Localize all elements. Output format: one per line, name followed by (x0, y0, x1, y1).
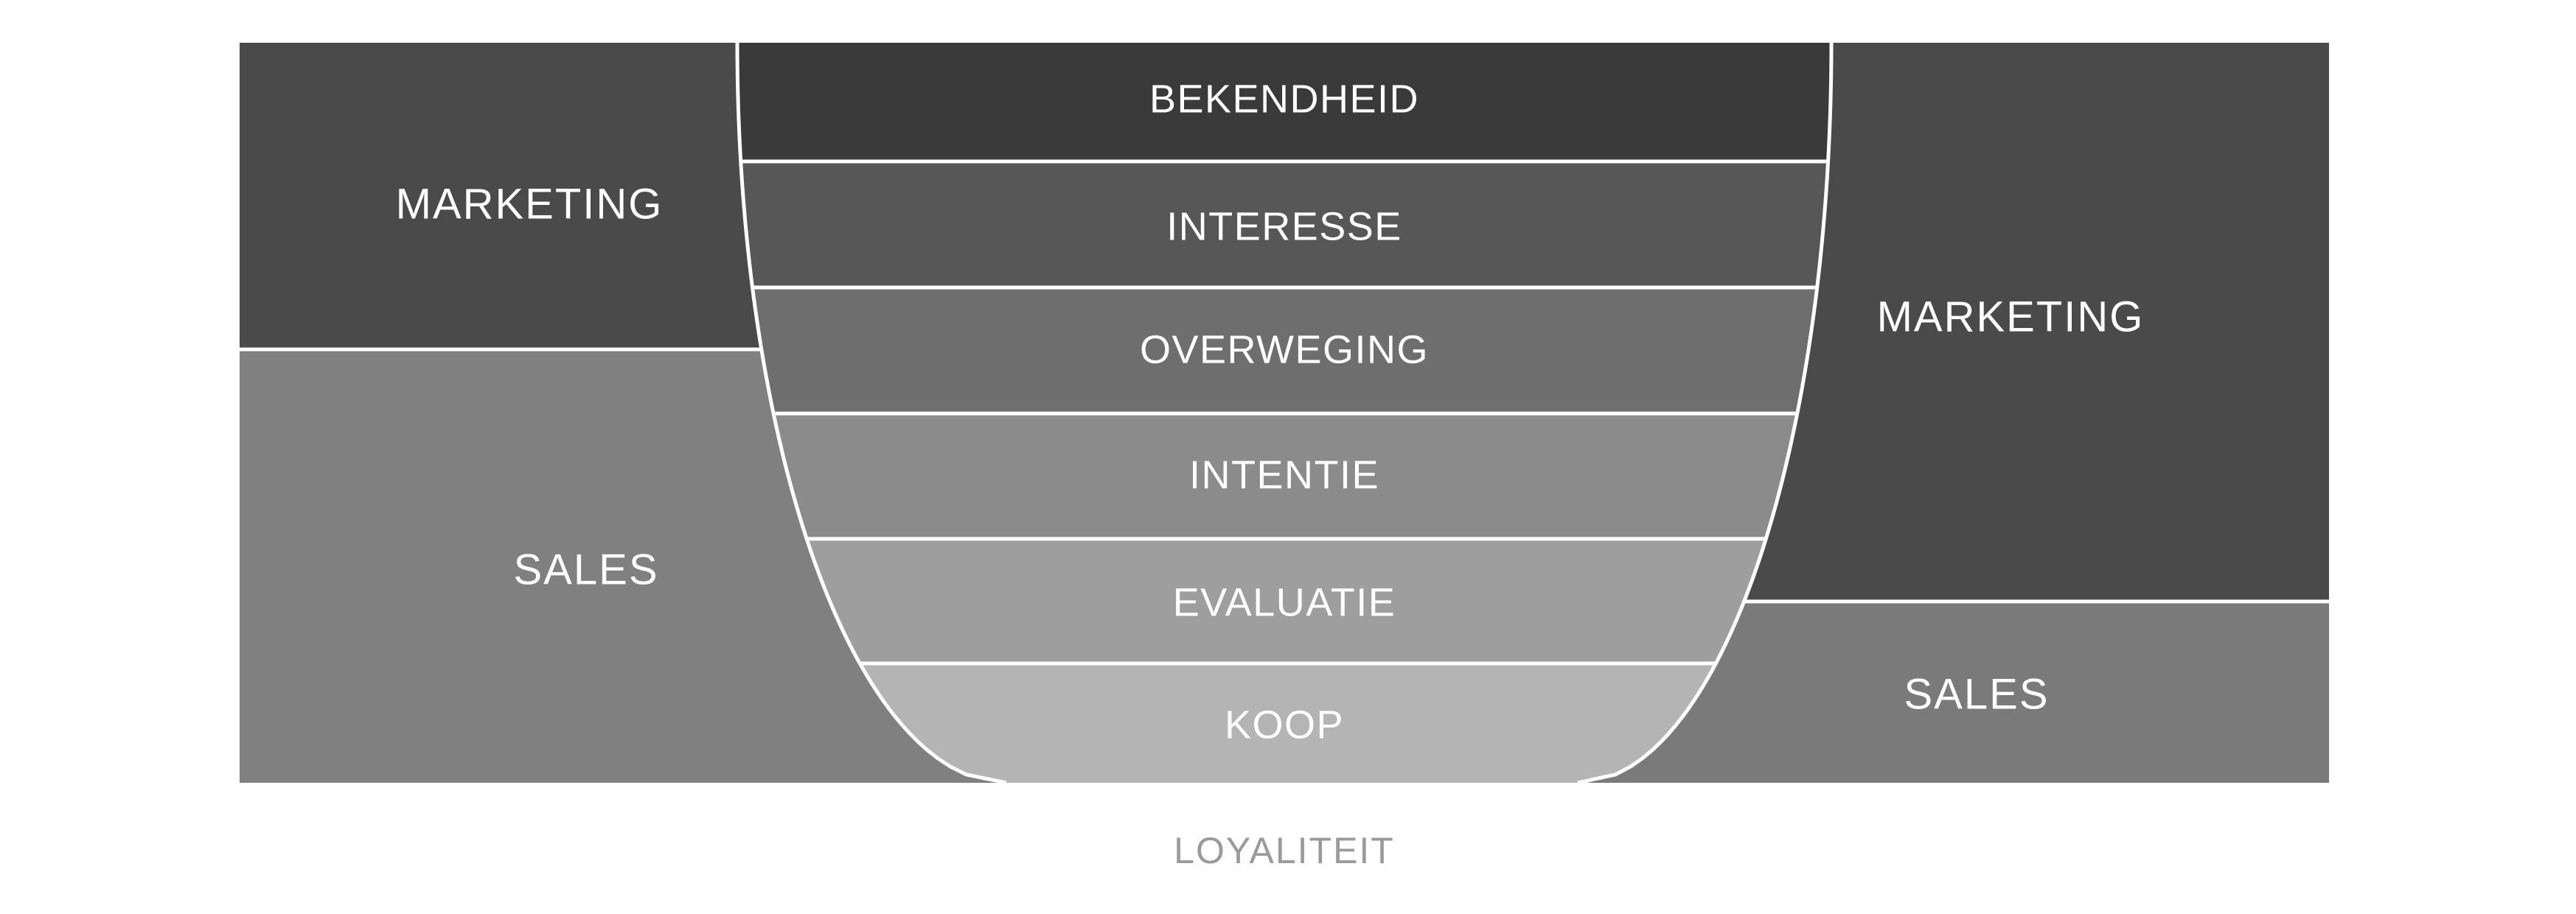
left-owner-column (240, 43, 1006, 783)
funnel-stage-bands (737, 43, 1831, 783)
funnel-stage-overweging[interactable] (752, 287, 1817, 414)
right-marketing-block[interactable] (1744, 43, 2329, 601)
funnel-right-edge-line (1577, 42, 1834, 785)
owner-column-labels: MARKETING SALES MARKETING SALES (396, 180, 2145, 718)
left-label-marketing: MARKETING (396, 180, 664, 228)
right-label-sales: SALES (1904, 670, 2050, 718)
stage-label-bekendheid: BEKENDHEID (1149, 77, 1419, 121)
right-label-marketing: MARKETING (1877, 293, 2145, 341)
loyaliteit-label: LOYALITEIT (1174, 830, 1395, 871)
left-sales-block[interactable] (240, 349, 1006, 783)
funnel-stage-koop[interactable] (860, 663, 1716, 783)
right-sales-block[interactable] (1578, 601, 2329, 783)
funnel-stage-labels: BEKENDHEID INTERESSE OVERWEGING INTENTIE… (1140, 77, 1429, 747)
divider-lines (240, 42, 2329, 785)
left-label-sales: SALES (514, 545, 659, 593)
right-owner-column (1578, 43, 2329, 783)
funnel-stage-bekendheid[interactable] (737, 43, 1831, 161)
funnel-stage-intentie[interactable] (773, 414, 1797, 539)
stage-label-interesse: INTERESSE (1166, 204, 1402, 248)
stage-label-overweging: OVERWEGING (1140, 327, 1429, 371)
stage-label-intentie: INTENTIE (1189, 453, 1379, 497)
funnel-stage-evaluatie[interactable] (807, 539, 1766, 663)
stage-label-evaluatie: EVALUATIE (1173, 580, 1396, 624)
funnel-stage-interesse[interactable] (740, 161, 1828, 287)
stage-label-koop: KOOP (1225, 702, 1344, 747)
funnel-left-edge-line (735, 42, 1007, 785)
left-marketing-block[interactable] (240, 43, 762, 349)
